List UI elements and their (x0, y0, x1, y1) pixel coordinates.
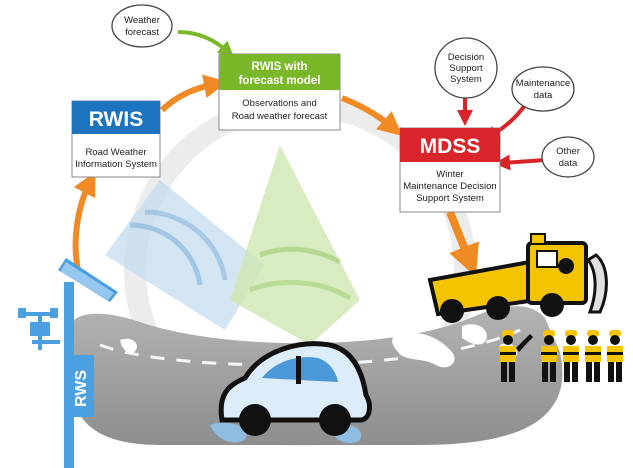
rwis-box: RWIS Road Weather Information System (71, 100, 161, 178)
mdss-box: MDSS Winter Maintenance Decision Support… (399, 127, 501, 213)
label-text: Weather (124, 15, 160, 26)
bubble-other-data: Other data (541, 136, 595, 178)
arrow-forecast-to-mdss (340, 95, 403, 136)
truck-wheel-1 (440, 299, 464, 323)
worker-3 (563, 330, 579, 382)
road-weather-station: RWS (18, 258, 118, 468)
arrow-mdss-to-truck (446, 210, 479, 277)
flow-arrows (72, 74, 479, 277)
label-text: Road Weather (85, 147, 146, 158)
arrow-rwis-to-forecast (159, 74, 228, 113)
label-text: Maintenance (516, 78, 570, 89)
label-text: Support (449, 63, 483, 74)
road-ice-patch (210, 422, 247, 443)
label-text: Road weather forecast (232, 111, 328, 122)
label-text: forecast model (239, 75, 321, 87)
rwis-title: RWIS (89, 108, 143, 131)
forecast-model-box: RWIS with forecast model Observations an… (218, 53, 341, 131)
worker-5 (607, 330, 623, 382)
label-text: Information System (75, 159, 157, 170)
label-text: data (534, 90, 553, 101)
snow-plow-truck (427, 233, 608, 323)
rwis-header (72, 101, 160, 134)
arrow-rws-to-rwis (72, 171, 96, 271)
mdss-title: MDSS (420, 135, 481, 158)
station-label: RWS (73, 370, 90, 407)
label-text: Winter (436, 169, 463, 180)
truck-wheel-3 (540, 293, 564, 317)
car (218, 341, 372, 436)
bubble-maintenance-data: Maintenance data (511, 66, 575, 112)
radar-beams (105, 145, 360, 345)
label-text: Observations and (242, 98, 316, 109)
mdss-header (400, 128, 500, 162)
green-beam (230, 145, 360, 345)
worker-4 (585, 330, 601, 382)
arrow-weather-to-forecast (177, 30, 234, 58)
label-text: System (450, 74, 482, 85)
car-wheel-rear (239, 404, 271, 436)
label-text: data (559, 158, 578, 169)
bubble-decision-support: Decision Support System (434, 37, 498, 99)
label-text: Decision (448, 52, 484, 63)
worker-2 (541, 330, 557, 382)
label-text: RWIS with (251, 61, 307, 73)
label-text: Maintenance Decision (403, 181, 496, 192)
label-text: Other (556, 146, 580, 157)
label-text: Support System (416, 193, 484, 204)
label-text: forecast (125, 27, 159, 38)
worker-1 (500, 330, 533, 382)
road-snow-patch (392, 332, 455, 368)
station-label-plate (66, 355, 94, 417)
car-wheel-front (319, 404, 351, 436)
blue-beam (105, 180, 265, 330)
truck-wheel-2 (486, 296, 510, 320)
bubble-weather-forecast: Weather forecast (111, 4, 173, 48)
truck-plow (585, 253, 608, 314)
maintenance-workers (500, 330, 623, 382)
forecast-model-header (219, 54, 340, 90)
